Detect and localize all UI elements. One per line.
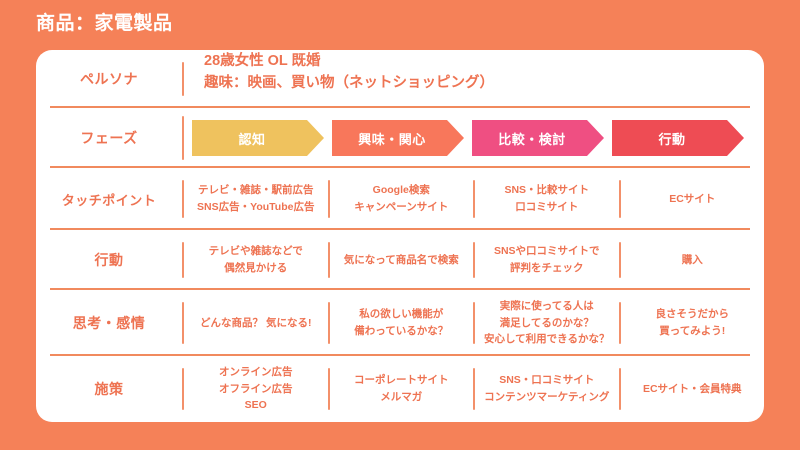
phase-arrows: 認知 興味・関心 比較・検討 行動 [184, 108, 764, 168]
touchpoint-cell-1: テレビ・雑誌・駅前広告 SNS広告・YouTube広告 [197, 184, 315, 213]
cell-separator [618, 302, 621, 344]
table-row-persona: ペルソナ 28歳女性 OL 既婚 趣味：映画、買い物（ネットショッピング） [36, 50, 764, 108]
cell-separator [473, 242, 475, 278]
touchpoint-cell-2: Google検索 キャンペーンサイト [354, 184, 449, 213]
column-separator [182, 116, 184, 160]
persona-detail: 28歳女性 OL 既婚 趣味：映画、買い物（ネットショッピング） [204, 53, 494, 92]
emotion-cell-4: 良さそうだから 買ってみよう! [655, 308, 730, 337]
touchpoint-cell-3: SNS・比較サイト 口コミサイト [504, 184, 590, 213]
touchpoint-cells: テレビ・雑誌・駅前広告 SNS広告・YouTube広告 Google検索 キャン… [184, 168, 764, 230]
emotion-cell-3: 実際に使ってる人は 満足してるのかな？ 安心して利用できるかな？ [484, 299, 610, 346]
cell-separator [327, 302, 330, 344]
cell-separator [327, 180, 330, 218]
cell-separator [473, 180, 475, 218]
journey-map-card: ペルソナ 28歳女性 OL 既婚 趣味：映画、買い物（ネットショッピング） フェ… [36, 50, 764, 422]
row-label-touchpoint: タッチポイント [61, 192, 157, 208]
table-row-emotion: 思考・感情 どんな商品？ 気になる! 私の欲しい機能が 備わっているかな？ 実際… [36, 290, 764, 356]
row-label-measure: 施策 [94, 381, 124, 397]
table-row-action: 行動 テレビや雑誌などで 偶然見かける 気になって商品名で検索 SNSや口コミサ… [36, 230, 764, 290]
page-title: 商品：家電製品 [36, 13, 173, 34]
row-label-phase: フェーズ [80, 130, 138, 146]
action-cell-2: 気になって商品名で検索 [343, 253, 459, 266]
emotion-cells: どんな商品？ 気になる! 私の欲しい機能が 備わっているかな？ 実際に使ってる人… [184, 290, 764, 356]
persona-cells: 28歳女性 OL 既婚 趣味：映画、買い物（ネットショッピング） [184, 50, 764, 108]
table-row-touchpoint: タッチポイント テレビ・雑誌・駅前広告 SNS広告・YouTube広告 Goog… [36, 168, 764, 230]
measure-cell-4: ECサイト・会員特典 [642, 382, 742, 395]
measure-cell-2: コーポレートサイト メルマガ [354, 374, 449, 403]
measure-cell-3: SNS・口コミサイト コンテンツマーケティング [484, 374, 610, 403]
row-label-persona: ペルソナ [80, 71, 138, 87]
action-cell-3: SNSや口コミサイトで 評判をチェック [493, 245, 600, 274]
action-cell-1: テレビや雑誌などで 偶然見かける [208, 245, 303, 274]
journey-map-table: ペルソナ 28歳女性 OL 既婚 趣味：映画、買い物（ネットショッピング） フェ… [36, 50, 764, 422]
cell-separator [473, 302, 475, 344]
table-row-measure: 施策 オンライン広告 オフライン広告 SEO コーポレートサイト メルマガ SN… [36, 356, 764, 422]
table-row-phase: フェーズ 認知 興味・関心 比較・検討 行動 [36, 108, 764, 168]
row-label-emotion: 思考・感情 [72, 315, 146, 331]
column-separator [182, 180, 184, 218]
cell-separator [618, 180, 621, 218]
action-cells: テレビや雑誌などで 偶然見かける 気になって商品名で検索 SNSや口コミサイトで… [184, 230, 764, 290]
phase-arrow-2[interactable]: 興味・関心 [332, 120, 464, 156]
measure-cell-1: オンライン広告 オフライン広告 SEO [219, 365, 293, 412]
cell-separator [473, 368, 475, 410]
cell-separator [618, 242, 621, 278]
row-label-action: 行動 [94, 252, 124, 268]
action-cell-4: 購入 [681, 253, 703, 266]
emotion-cell-2: 私の欲しい機能が 備わっているかな？ [354, 308, 449, 337]
column-separator [182, 62, 184, 96]
cell-separator [327, 368, 330, 410]
cell-separator [618, 368, 621, 410]
measure-cells: オンライン広告 オフライン広告 SEO コーポレートサイト メルマガ SNS・口… [184, 356, 764, 422]
touchpoint-cell-4: ECサイト [669, 192, 716, 205]
cell-separator [327, 242, 330, 278]
emotion-cell-1: どんな商品？ 気になる! [200, 316, 312, 329]
phase-arrow-1[interactable]: 認知 [192, 120, 324, 156]
column-separator [182, 302, 184, 344]
phase-arrow-4[interactable]: 行動 [612, 120, 744, 156]
column-separator [182, 368, 184, 410]
phase-arrow-3[interactable]: 比較・検討 [472, 120, 604, 156]
column-separator [182, 242, 184, 278]
